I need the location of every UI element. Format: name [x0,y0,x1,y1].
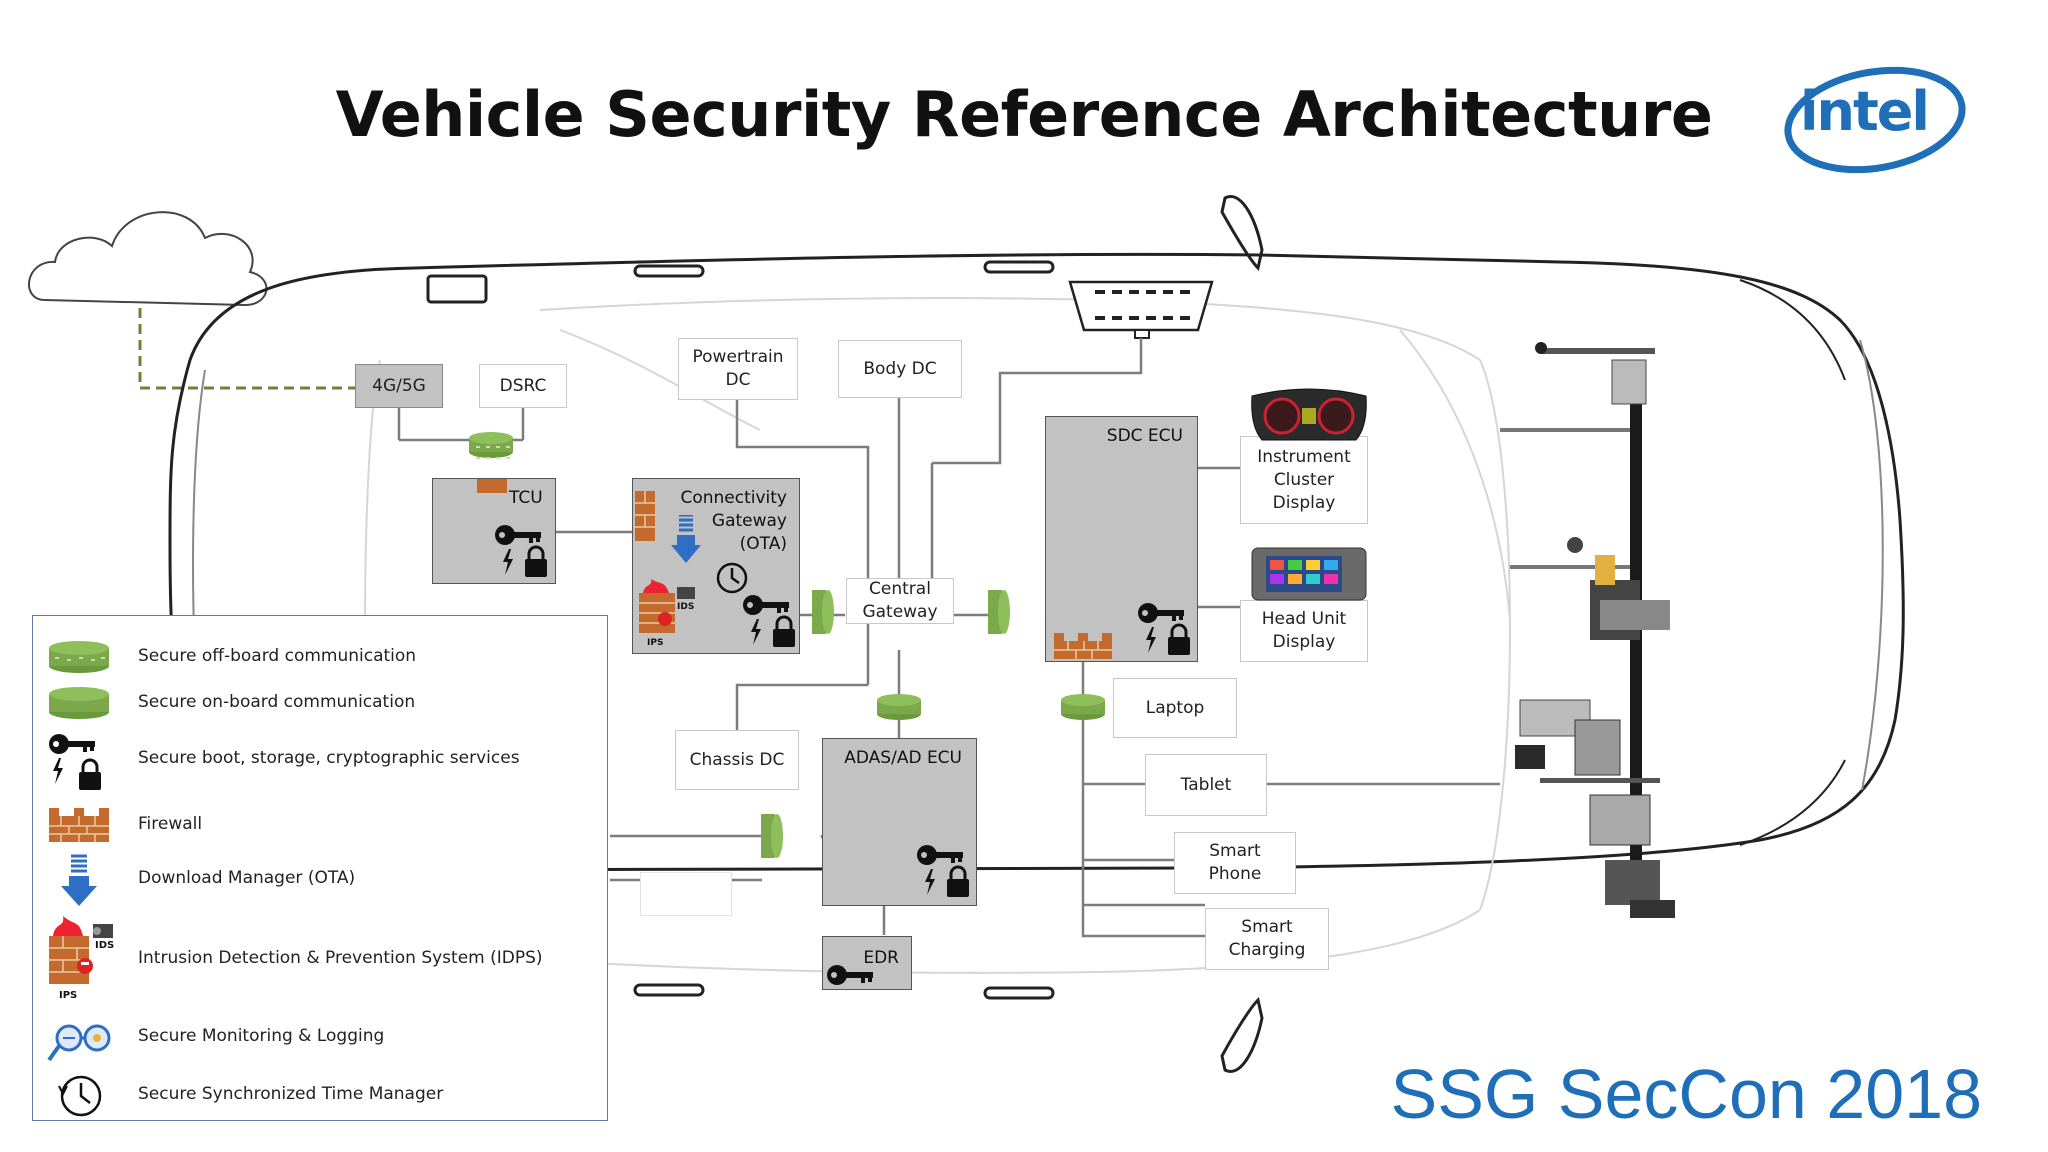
box-dsrc: DSRC [479,364,567,408]
box-smart-charging: Smart Charging [1205,908,1329,970]
secure-offboard-icon [49,641,109,673]
sdc-ecu-label: SDC ECU [1106,426,1183,446]
logo-text: intel [1800,80,1930,143]
legend-item: Download Manager (OTA) [33,854,603,908]
tcu-label: TCU [509,488,543,508]
monitoring-icon [47,1024,111,1062]
clock-icon [58,1075,102,1117]
legend-label: Secure boot, storage, cryptographic serv… [138,748,520,768]
key-lock-icon [743,595,797,649]
firewall-icon [477,479,507,493]
firewall-icon [49,808,109,842]
legend-item: Secure boot, storage, cryptographic serv… [33,728,603,792]
box-chassis-dc: Chassis DC [675,730,799,790]
ids-tag: IDS [95,940,114,951]
firewall-icon [635,491,655,541]
clock-icon [716,562,748,594]
legend: Secure off-board communication Secure on… [32,615,608,1121]
ids-tag: IDS [677,602,694,612]
box-instrument-cluster: Instrument Cluster Display [1240,436,1368,524]
ecu-tcu: TCU [432,478,556,584]
idps-icon: IDS IPS [49,916,114,1001]
legend-label: Download Manager (OTA) [138,868,356,888]
download-arrow-icon [61,854,97,906]
obd-port-icon [1068,280,1214,339]
box-tablet: Tablet [1145,754,1267,816]
legend-item: Secure on-board communication [33,680,603,724]
legend-label: Secure on-board communication [138,692,416,712]
box-powertrain-dc: Powertrain DC [678,338,798,400]
ecu-edr: EDR [822,936,912,990]
ips-tag: IPS [59,990,77,1001]
instrument-cluster-image [1251,388,1367,441]
box-body-dc: Body DC [838,340,962,398]
legend-item: Firewall [33,802,603,846]
ips-tag: IPS [647,638,663,648]
key-lock-icon [495,525,549,579]
edr-label: EDR [863,948,899,968]
legend-label: Secure Monitoring & Logging [138,1026,385,1046]
logo-swoosh-icon [1784,66,1966,174]
ecu-connectivity-gateway: Connectivity Gateway (OTA) IDS IPS [632,478,800,654]
download-arrow-icon [671,515,701,563]
key-lock-icon [1138,603,1192,657]
legend-item: Secure off-board communication [33,634,603,678]
legend-item: Secure Monitoring & Logging [33,1014,603,1068]
legend-label: Firewall [138,814,203,834]
idps-icon: IDS IPS [639,579,695,648]
legend-label: Secure Synchronized Time Manager [138,1084,444,1104]
key-lock-icon [917,845,971,899]
firewall-icon [1054,633,1112,659]
box-smart-phone: Smart Phone [1174,832,1296,894]
ecu-adas: ADAS/AD ECU [822,738,977,906]
head-unit-image [1251,547,1367,601]
key-icon [827,965,873,985]
cloud-icon [28,211,268,307]
legend-label: Secure off-board communication [138,646,417,666]
ecu-sdc: SDC ECU [1045,416,1198,662]
event-footer: SSG SecCon 2018 [1390,1055,1982,1133]
legend-item: Secure Synchronized Time Manager [33,1072,603,1120]
secure-onboard-icon [49,687,109,719]
box-central-gateway: Central Gateway [846,578,954,624]
box-laptop: Laptop [1113,678,1237,738]
key-lock-icon [49,734,101,790]
intel-logo: intel [1782,62,1968,178]
sensor-rig-image [1500,342,1675,918]
connectivity-gateway-label: Connectivity Gateway (OTA) [680,488,787,554]
car-outline [168,195,1905,1073]
adas-ecu-label: ADAS/AD ECU [844,748,962,768]
box-4g5g: 4G/5G [355,364,443,408]
legend-item: IDS IPS Intrusion Detection & Prevention… [33,916,603,1002]
box-head-unit: Head Unit Display [1240,600,1368,662]
box-blank [640,872,732,916]
legend-label: Intrusion Detection & Prevention System … [138,948,543,968]
page-title: Vehicle Security Reference Architecture [335,78,1713,151]
